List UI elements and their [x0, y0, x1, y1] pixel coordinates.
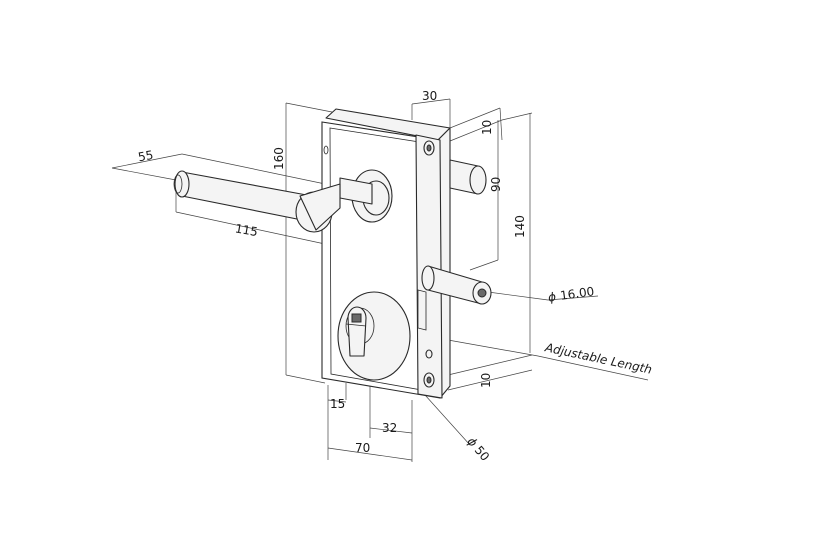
dim-32-label: 32: [382, 421, 397, 435]
dim-55-label: 55: [137, 148, 154, 164]
dim-15-label: 15: [330, 397, 345, 411]
dim-70-label: 70: [355, 441, 370, 455]
dim-160-label: 160: [272, 147, 286, 170]
latch-bolts: [421, 159, 492, 305]
dim-90-label: 90: [489, 177, 503, 192]
dim-50-label: 50: [472, 443, 493, 464]
cylinder-plate: [337, 291, 411, 381]
dim-10-top-label: 10: [480, 120, 494, 135]
dim-16-label: 16.00: [559, 284, 595, 303]
dim-115-label: 115: [234, 221, 259, 239]
lever-handle: [173, 169, 393, 233]
diameter-16-callout: ϕ 16.00: [547, 284, 595, 304]
adjustable-length-label: Adjustable Length: [543, 340, 653, 377]
dim-10-bottom-label: 10: [479, 373, 493, 388]
diameter-symbol: ϕ: [547, 290, 557, 305]
dim-30-label: 30: [422, 89, 437, 103]
diameter-50-callout: ϕ 50: [464, 434, 492, 463]
dimension-lines: [111, 98, 649, 462]
dim-140-label: 140: [513, 215, 527, 238]
